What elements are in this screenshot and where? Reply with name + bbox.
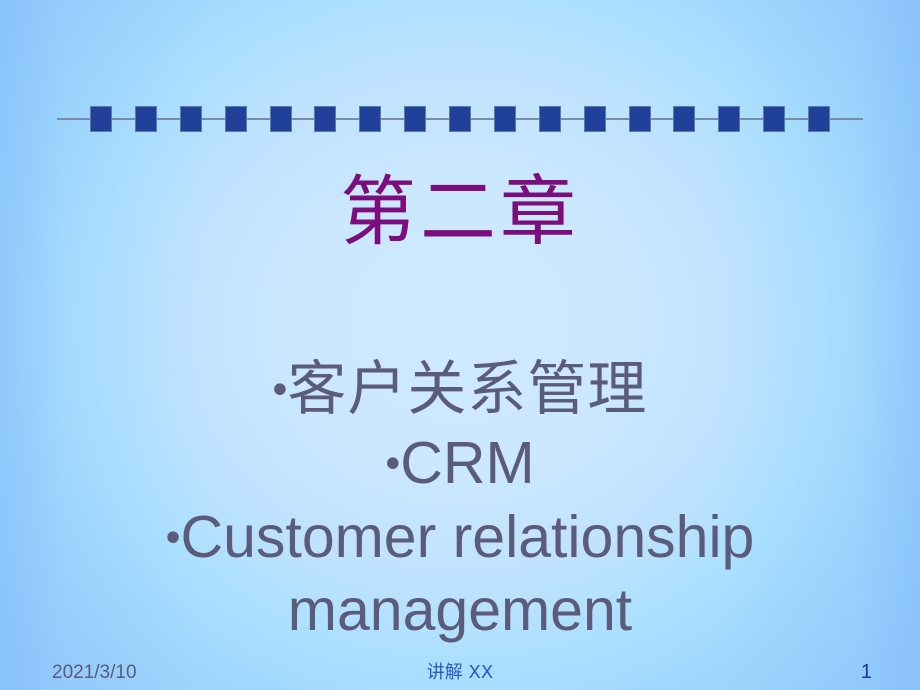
divider-square [718,106,741,132]
divider-square [90,106,112,132]
body-bullet-text: Customer relationship management [180,503,755,644]
decorative-divider [57,104,863,134]
divider-square [763,106,786,132]
body-bullet-line: •CRM [60,427,860,501]
divider-square [583,106,606,132]
divider-square [224,106,247,132]
divider-square [359,106,382,132]
divider-square [449,106,471,132]
footer-page-number: 1 [860,661,872,683]
divider-square [314,106,337,132]
divider-square [404,106,427,132]
bullet-icon: • [272,366,288,414]
divider-square [493,106,516,132]
divider-square [538,106,561,132]
divider-square [628,106,651,132]
divider-square [673,106,696,132]
body-bullet-text: CRM [400,429,535,496]
slide-title: 第二章 [340,167,580,256]
footer-presenter: 讲解 XX [426,662,494,683]
footer-date: 2021/3/10 [52,662,137,683]
divider-square [134,106,157,132]
divider-square [808,106,830,132]
body-bullet-line: •Customer relationship management [60,501,860,649]
divider-square [269,106,292,132]
bullet-icon: • [385,440,401,488]
divider-square [179,106,202,132]
bullet-icon: • [165,513,181,561]
body-bullet-line: •客户关系管理 [60,352,860,427]
slide-body: •客户关系管理•CRM•Customer relationship manage… [60,352,860,648]
body-bullet-text: 客户关系管理 [287,354,648,423]
divider-square-row [57,104,863,134]
